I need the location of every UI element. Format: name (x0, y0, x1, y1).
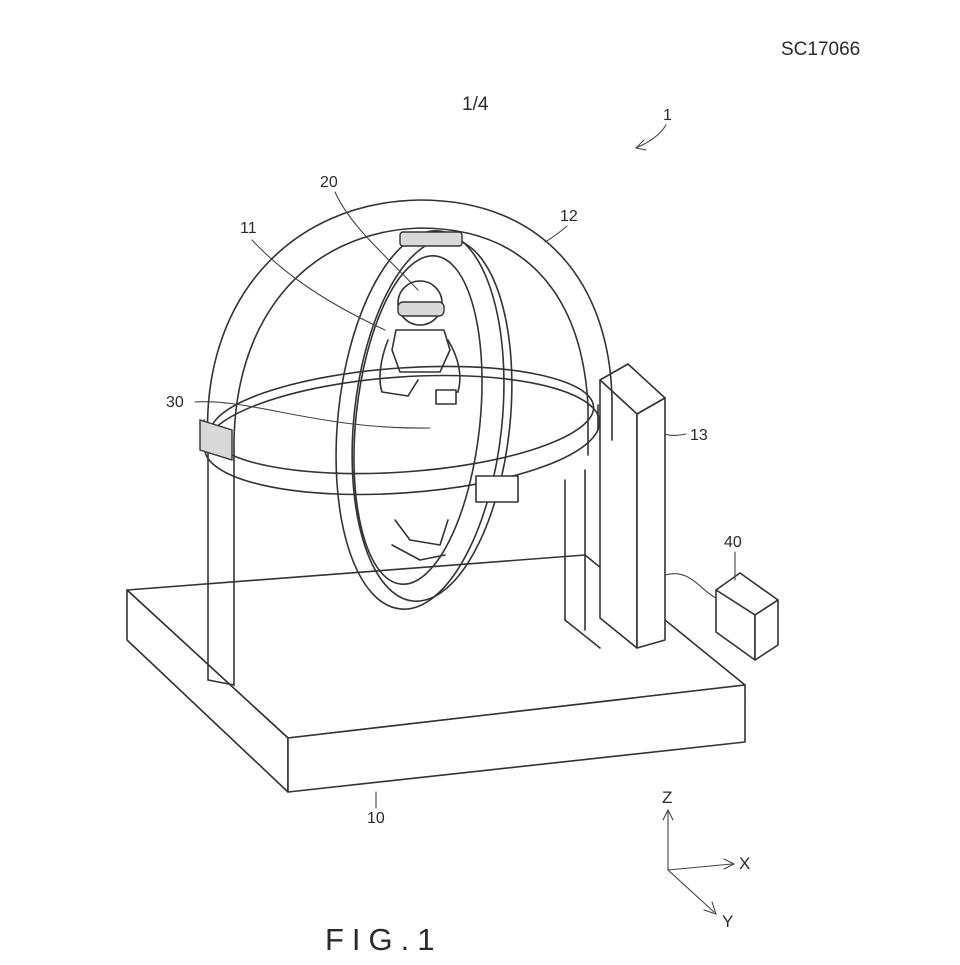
ref-numeral-controller-box: 40 (724, 534, 742, 551)
figure-caption: FIG.1 (325, 922, 443, 957)
ref-numeral-support-column: 13 (690, 427, 708, 444)
page-number: 1/4 (462, 94, 489, 115)
axes-glyph (662, 808, 736, 915)
ref-numeral-base: 10 (367, 810, 385, 827)
outer-arc-frame (206, 199, 613, 686)
ref-numeral-user-head: 20 (320, 174, 338, 191)
middle-ring (199, 365, 601, 503)
inner-ring (335, 230, 513, 610)
axis-label-x: X (739, 854, 751, 873)
base-platform (126, 554, 746, 793)
ref-numeral-middle-ring: 30 (166, 394, 184, 411)
ref-numeral-outer-arc: 12 (560, 208, 578, 225)
ref-numeral-inner-ring: 11 (240, 220, 257, 237)
ref-numeral-device: 1 (663, 107, 672, 124)
user-figure (379, 280, 461, 561)
axis-label-z: Z (662, 788, 673, 807)
document-code: SC17066 (781, 39, 861, 60)
axis-label-y: Y (722, 912, 734, 931)
support-column (599, 363, 666, 649)
controller-box (664, 572, 779, 661)
leader-lines (194, 124, 736, 809)
